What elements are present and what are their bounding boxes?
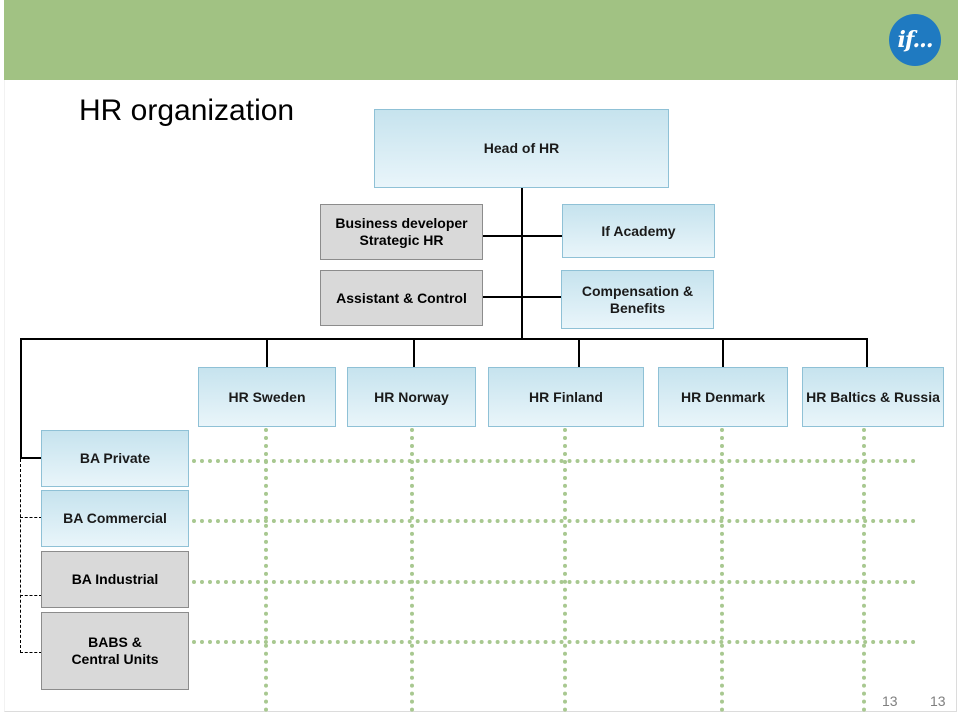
page-number-right: 13	[930, 693, 946, 709]
page-title: HR organization	[79, 94, 295, 127]
connector-country-denmark	[722, 338, 724, 368]
connector-babs	[20, 652, 42, 653]
ba-private-box: BA Private	[41, 430, 189, 487]
connector-staff-left-2	[482, 296, 522, 298]
connector-ba-industrial	[20, 595, 42, 596]
matrix-column-norway	[410, 428, 414, 712]
matrix-row-industrial	[192, 580, 916, 584]
assistant-control-box: Assistant & Control	[320, 270, 483, 326]
connector-head-trunk	[521, 187, 523, 339]
connector-country-finland	[578, 338, 580, 368]
connector-staff-right-1	[522, 235, 562, 237]
connector-staff-right-2	[522, 296, 562, 298]
matrix-column-denmark	[720, 428, 724, 712]
connector-staff-left-1	[482, 235, 522, 237]
page-number-left: 13	[882, 693, 898, 709]
ba-industrial-box: BA Industrial	[41, 551, 189, 608]
ba-commercial-box: BA Commercial	[41, 490, 189, 547]
head-of-hr-box: Head of HR	[374, 109, 669, 188]
connector-ba-commercial	[20, 517, 42, 518]
hr-baltics-russia-box: HR Baltics & Russia	[802, 367, 944, 427]
connector-country-bus	[20, 338, 868, 340]
matrix-row-babs	[192, 640, 916, 644]
connector-ba-dashed-trunk	[20, 459, 21, 653]
hr-denmark-box: HR Denmark	[658, 367, 788, 427]
hr-norway-box: HR Norway	[347, 367, 476, 427]
matrix-column-sweden	[264, 428, 268, 712]
matrix-row-private	[192, 459, 916, 463]
hr-sweden-box: HR Sweden	[198, 367, 336, 427]
compensation-benefits-box: Compensation & Benefits	[561, 270, 714, 329]
babs-central-units-box: BABS & Central Units	[41, 612, 189, 690]
matrix-column-baltics	[862, 428, 866, 712]
slide-frame	[4, 80, 957, 712]
matrix-row-commercial	[192, 519, 916, 523]
business-developer-box: Business developer Strategic HR	[320, 204, 483, 260]
header-bar	[4, 0, 958, 80]
if-logo: if...	[889, 14, 941, 66]
connector-country-norway	[413, 338, 415, 368]
connector-ba-private	[20, 457, 42, 459]
connector-country-sweden	[266, 338, 268, 368]
matrix-column-finland	[563, 428, 567, 712]
connector-ba-trunk	[20, 338, 22, 458]
if-academy-box: If Academy	[562, 204, 715, 258]
hr-finland-box: HR Finland	[488, 367, 644, 427]
logo-text: if...	[897, 27, 933, 53]
connector-country-baltics	[866, 338, 868, 368]
